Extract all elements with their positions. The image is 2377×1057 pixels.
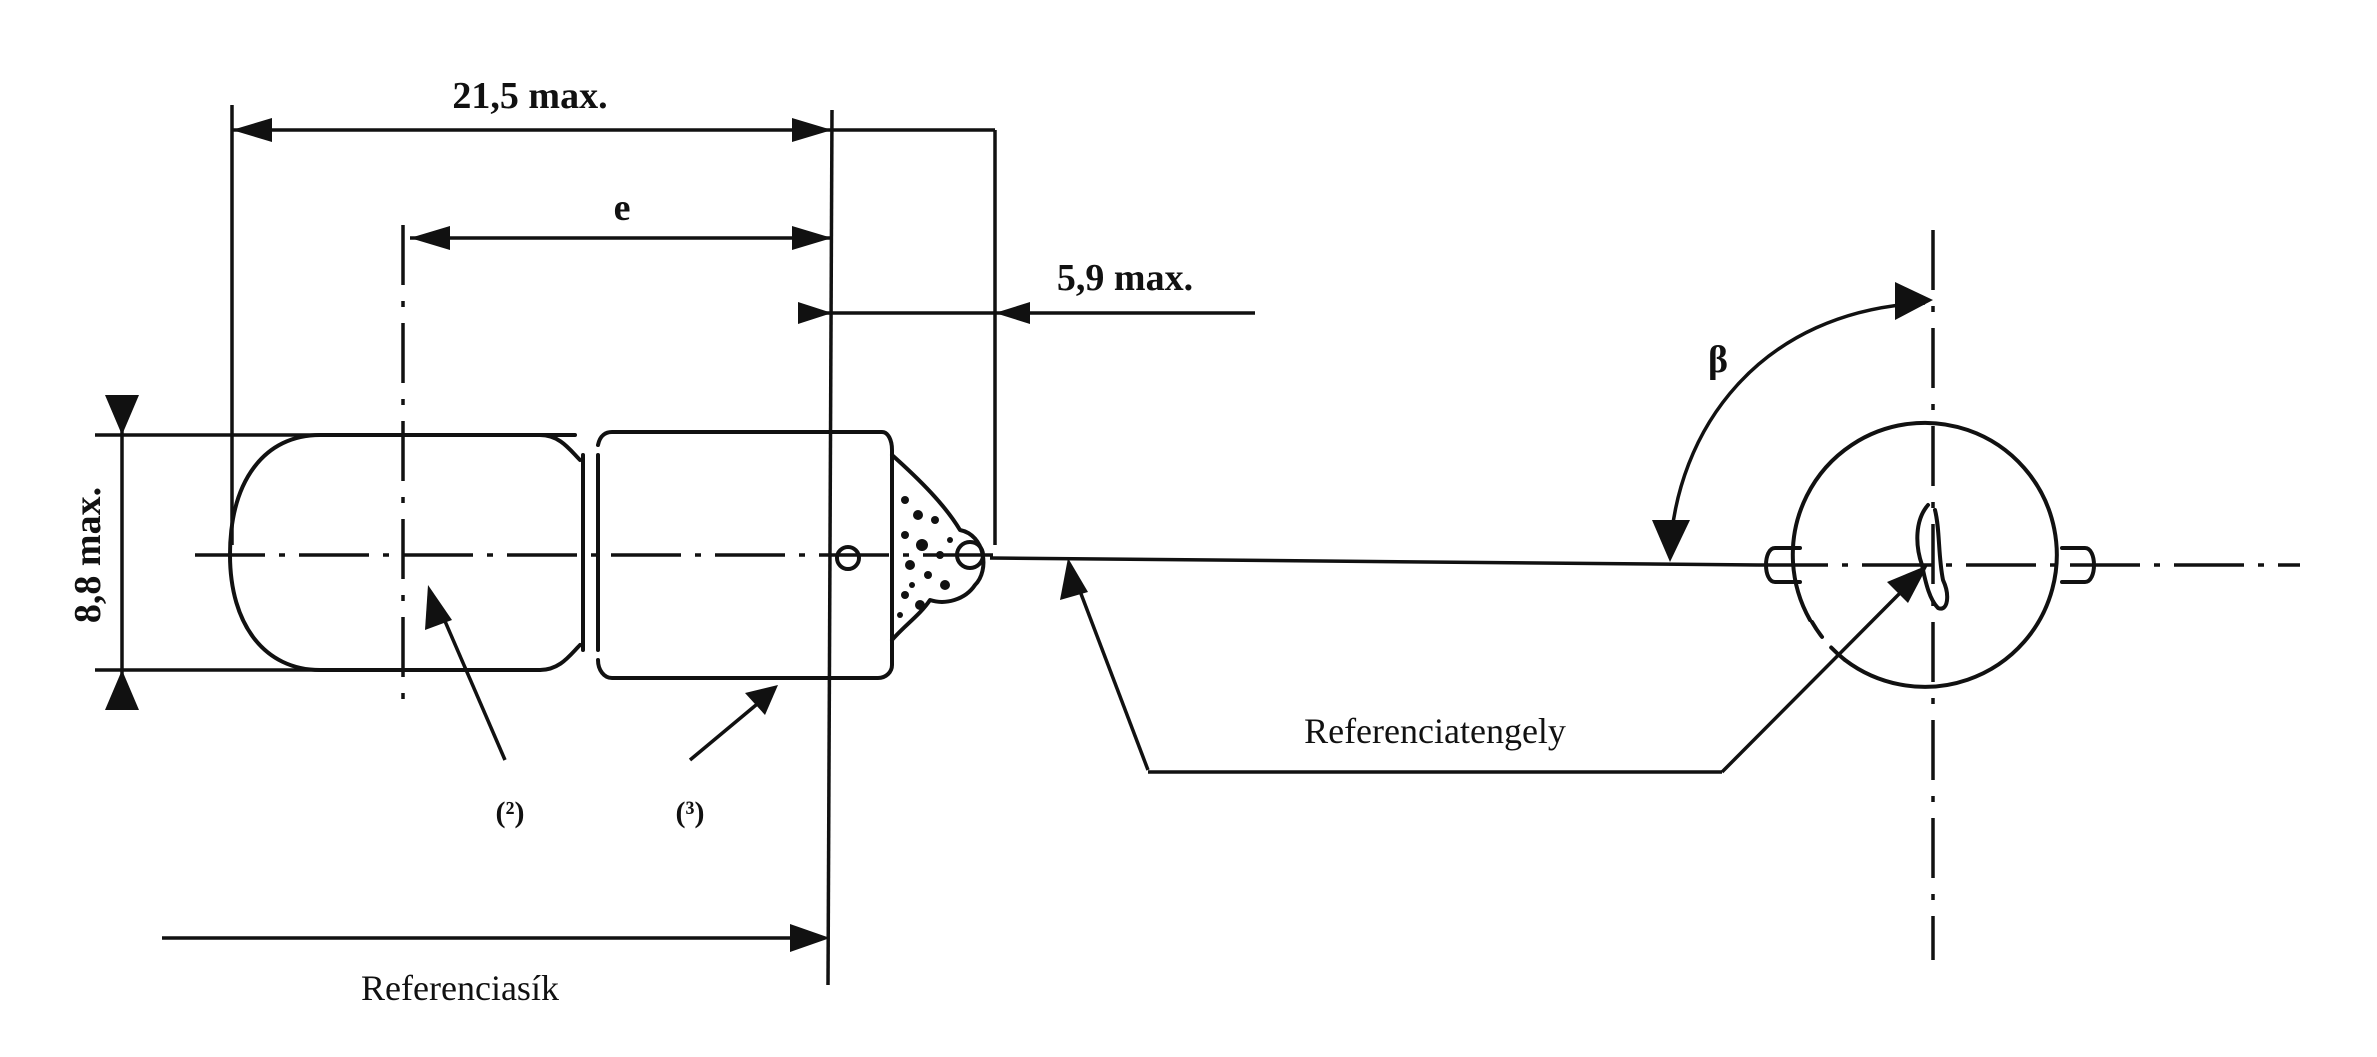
angle-label-beta: β (1708, 339, 1728, 381)
dim-label-diameter: 8,8 max. (67, 487, 109, 623)
note-3-label: (³) (676, 796, 705, 829)
reference-plane-arrow: Referenciasík (162, 924, 830, 1008)
arrowhead (995, 302, 1030, 324)
dim-overall-length: 21,5 max. (230, 75, 997, 545)
lamp-base-outline (596, 430, 894, 680)
dim-diameter: 8,8 max. (67, 395, 575, 710)
front-view-circle-dashed (1810, 620, 1847, 662)
angle-arc (1668, 301, 1926, 556)
reference-plane-line (826, 109, 834, 986)
arrowhead (790, 924, 830, 952)
arrowhead (410, 226, 450, 250)
dim-label-e: e (614, 187, 631, 229)
note-2-leader: (²) (425, 585, 524, 829)
leader-left-segment (1073, 577, 1150, 771)
arrowhead (792, 118, 832, 142)
reference-axis-leader: Referenciatengely (1060, 558, 1928, 774)
arrowhead (1060, 558, 1088, 600)
reference-plane-label: Referenciasík (361, 968, 559, 1008)
lamp-pin-left (835, 545, 861, 571)
arrowhead (792, 226, 832, 250)
arrowhead (798, 302, 832, 324)
arrowhead (105, 395, 139, 435)
arrowhead (1895, 282, 1933, 320)
note-3-leader: (³) (676, 685, 778, 829)
front-view-pin-right (2060, 546, 2096, 584)
lamp-contact-cap (890, 453, 986, 642)
front-view-filament (1915, 503, 1950, 611)
arrowhead (1652, 520, 1690, 562)
dim-label-overall-length: 21,5 max. (452, 75, 607, 117)
leader-right-segment (1720, 581, 1912, 774)
arrowhead (745, 685, 778, 715)
arrowhead (105, 670, 139, 710)
leader-line-note2 (436, 604, 507, 761)
dim-cap-length: 5,9 max. (798, 257, 1255, 324)
arrowhead (232, 118, 272, 142)
dim-e: e (410, 187, 832, 250)
front-view-pin-left (1764, 546, 1802, 584)
arrowhead (425, 585, 452, 630)
leader-line-note3 (688, 698, 764, 762)
reference-axis-label: Referenciatengely (1304, 711, 1566, 751)
reference-axis-line (989, 556, 1759, 567)
note-2-label: (²) (496, 796, 525, 829)
front-view-circle (1790, 420, 2059, 689)
lamp-neck (538, 433, 582, 672)
solder-texture (897, 496, 953, 618)
arrowhead (1887, 565, 1928, 603)
dim-label-cap-length: 5,9 max. (1057, 257, 1193, 299)
lamp-front-view: β (1652, 230, 2096, 960)
